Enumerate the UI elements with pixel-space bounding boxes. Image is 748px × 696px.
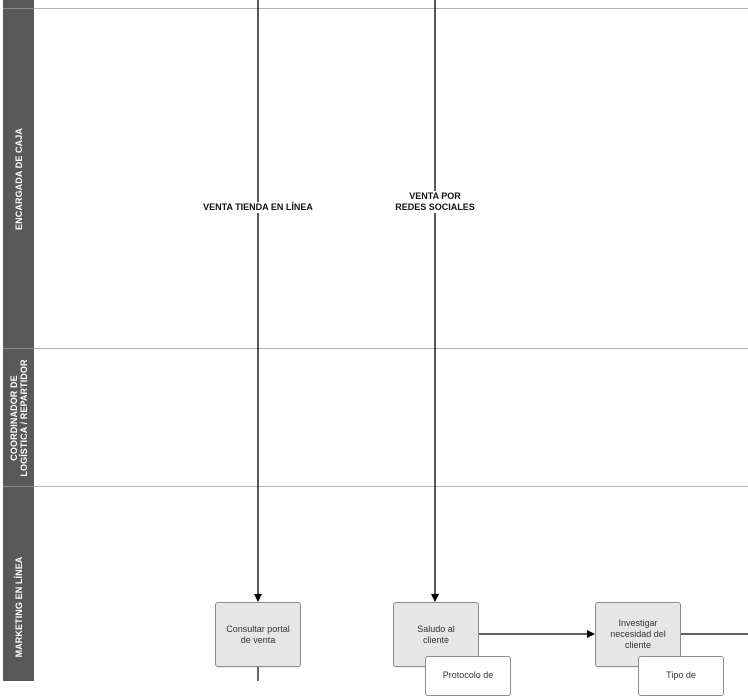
lane-header-encargada-de-caja: ENCARGADA DE CAJA: [3, 9, 34, 348]
process-investigate-need-label: Investigar necesidad del cliente: [610, 618, 666, 650]
flow-label-online-store: VENTA TIENDA EN LÍNEA: [203, 202, 313, 213]
document-protocol[interactable]: Protocolo de: [425, 656, 511, 696]
lane-divider-1: [34, 348, 748, 349]
connector-layer: [254, 0, 748, 681]
process-consult-portal-label: Consultar portal de venta: [226, 623, 290, 645]
lane-divider-2: [34, 486, 748, 487]
document-protocol-label: Protocolo de: [442, 670, 494, 680]
lane-divider-top: [34, 8, 748, 9]
lane-header-separator: [3, 486, 34, 487]
lane-header-coordinador-logistica: COORDINADOR DE LOGÍSTICA / REPARTIDOR: [3, 349, 34, 486]
lane-header-marketing-en-linea: MARKETING EN LÍNEA: [3, 487, 34, 681]
document-type-label: Tipo de: [666, 670, 696, 680]
flow-label-social-media: VENTA POR REDES SOCIALES: [395, 191, 475, 213]
document-type[interactable]: Tipo de: [638, 656, 724, 696]
lane-header-top-partial: [3, 0, 34, 8]
lane-header-separator: [3, 348, 34, 349]
lane-header-separator: [3, 8, 34, 9]
process-consult-portal[interactable]: Consultar portal de venta: [215, 602, 301, 667]
process-greet-customer-label: Saludo al cliente: [417, 623, 455, 645]
